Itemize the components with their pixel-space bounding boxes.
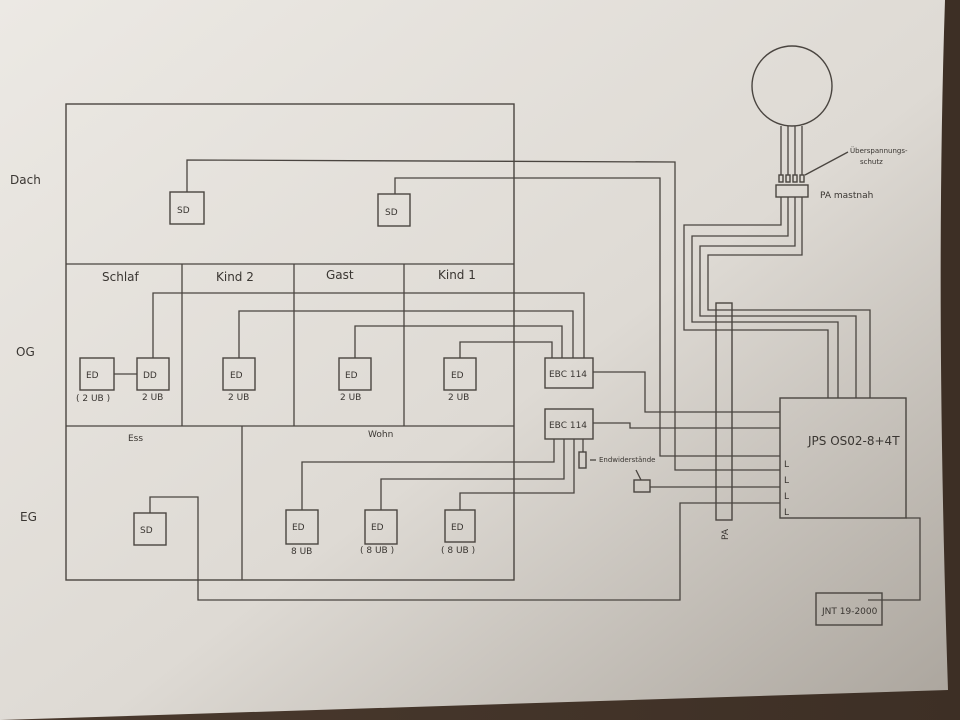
svg-text:8 UB: 8 UB [291, 547, 312, 557]
svg-text:ED: ED [86, 371, 99, 381]
room-label-wohn: Wohn [368, 430, 393, 440]
floor-label-eg: EG [20, 510, 37, 524]
floor-label-og: OG [16, 345, 35, 359]
svg-text:ED: ED [345, 371, 358, 381]
svg-text:( 8 UB ): ( 8 UB ) [360, 546, 394, 556]
svg-text:JPS OS02-8+4T: JPS OS02-8+4T [807, 434, 900, 448]
multiswitch-panel: JPS OS02-8+4T L L L L [779, 397, 907, 519]
svg-text:ED: ED [451, 523, 464, 533]
satellite-dish-icon [751, 45, 833, 183]
pa-busbar: PA [715, 302, 733, 540]
svg-text:SD: SD [385, 208, 398, 218]
room-label-gast: Gast [326, 268, 354, 282]
svg-text:ED: ED [371, 523, 384, 533]
svg-text:EBC 114: EBC 114 [549, 370, 587, 380]
svg-text:ED: ED [292, 523, 305, 533]
controller-ebc-bottom: EBC 114 [544, 408, 594, 440]
svg-text:2 UB: 2 UB [142, 393, 163, 403]
controller-ebc-top: EBC 114 [544, 357, 594, 389]
floor-label-dach: Dach [10, 173, 41, 187]
room-label-kind2: Kind 2 [216, 270, 254, 284]
svg-text:PA mastnah: PA mastnah [820, 191, 873, 201]
svg-text:Überspannungs-: Überspannungs- [850, 146, 908, 155]
svg-text:L: L [784, 492, 789, 502]
svg-text:ED: ED [451, 371, 464, 381]
svg-text:schutz: schutz [860, 158, 883, 166]
svg-text:JNT 19-2000: JNT 19-2000 [821, 607, 878, 617]
svg-text:DD: DD [143, 371, 157, 381]
svg-text:L: L [784, 460, 789, 470]
wiring [114, 159, 921, 601]
pa-mast-block: PA mastnah [775, 184, 873, 201]
svg-text:ED: ED [230, 371, 243, 381]
power-supply-jnt: JNT 19-2000 [815, 592, 883, 626]
surge-protection-label: Überspannungs- schutz [804, 146, 908, 176]
svg-text:( 2 UB ): ( 2 UB ) [76, 394, 110, 404]
svg-text:2 UB: 2 UB [340, 393, 361, 403]
svg-text:L: L [784, 508, 789, 518]
svg-text:L: L [784, 476, 789, 486]
device-sd-dach-2: SD [377, 193, 411, 227]
svg-text:PA: PA [721, 528, 731, 540]
room-label-ess: Ess [128, 434, 143, 444]
svg-text:2 UB: 2 UB [448, 393, 469, 403]
svg-text:Endwiderstände: Endwiderstände [599, 456, 655, 464]
svg-text:SD: SD [140, 526, 153, 536]
svg-text:( 8 UB ): ( 8 UB ) [441, 546, 475, 556]
svg-text:2 UB: 2 UB [228, 393, 249, 403]
room-label-kind1: Kind 1 [438, 268, 476, 282]
room-label-schlaf: Schlaf [102, 270, 140, 284]
svg-text:SD: SD [177, 206, 190, 216]
svg-text:EBC 114: EBC 114 [549, 421, 587, 431]
